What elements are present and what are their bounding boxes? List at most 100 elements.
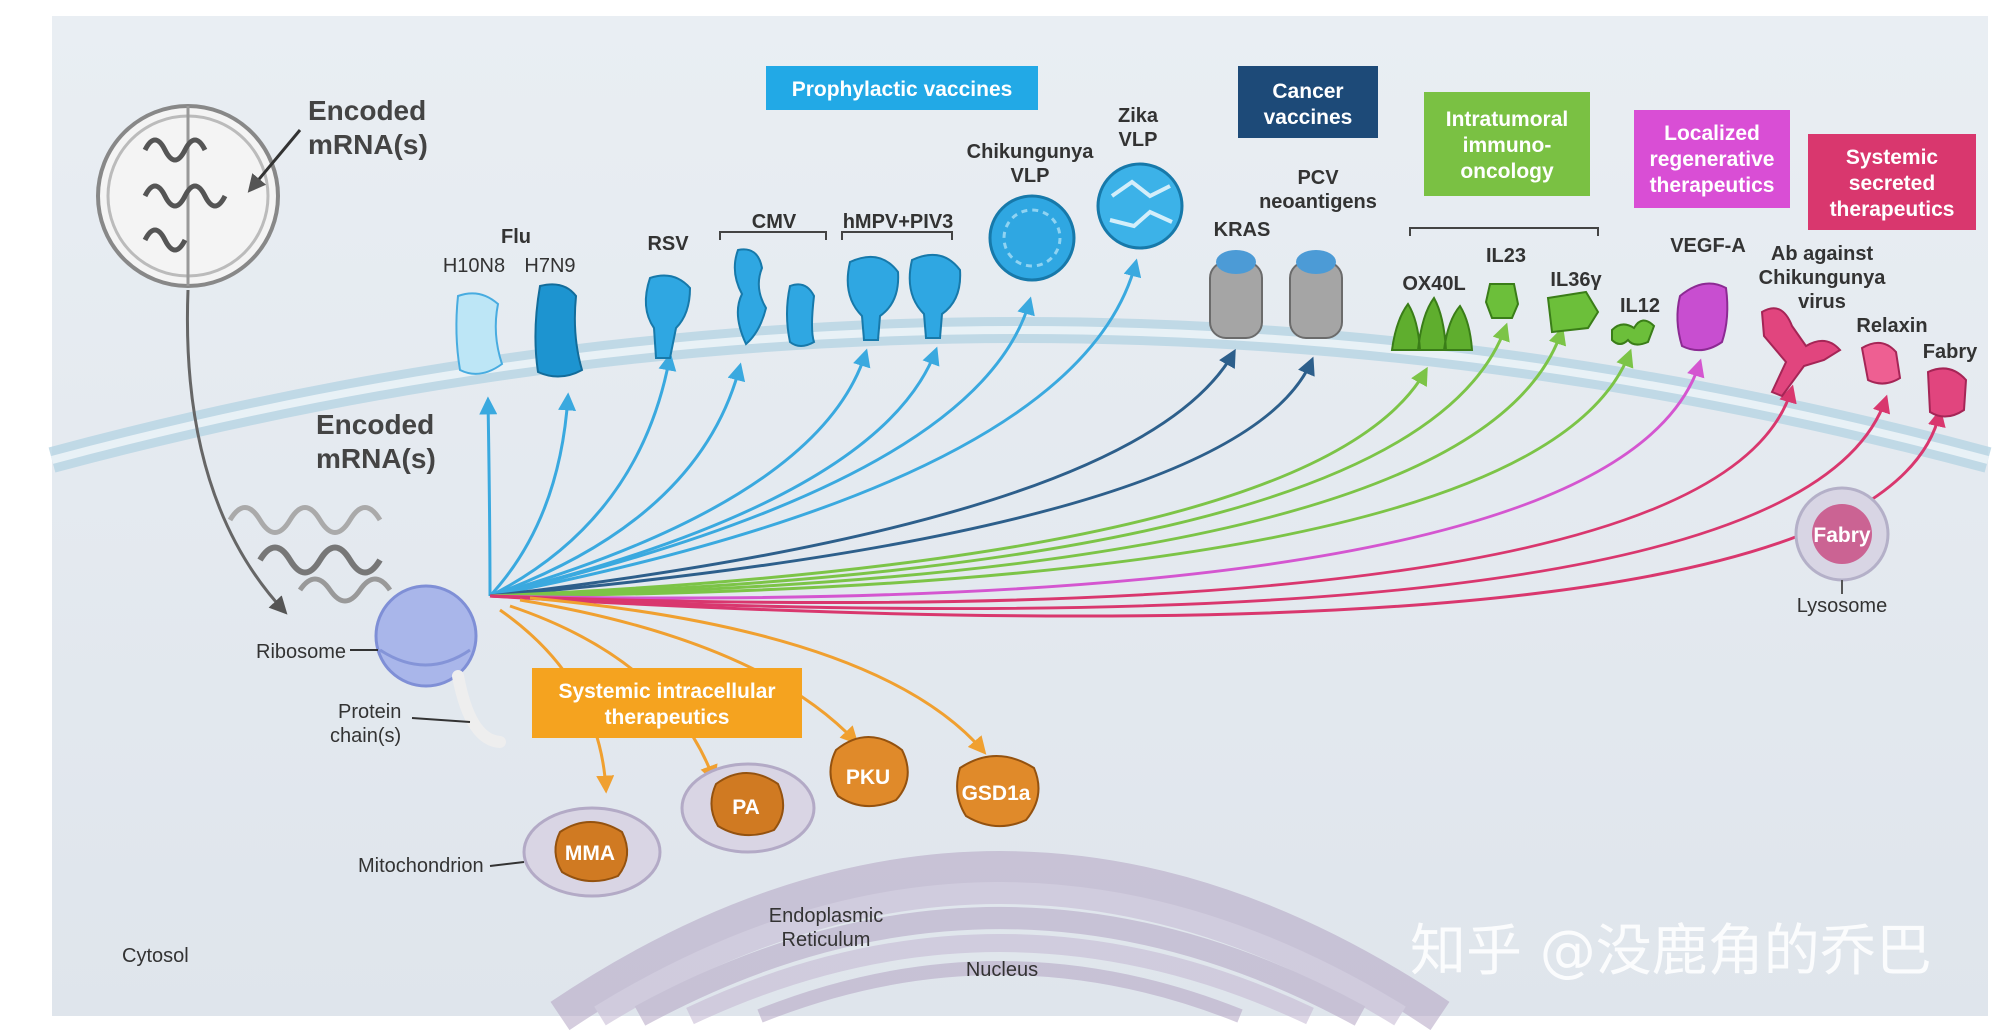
box-prophylactic [766, 66, 1038, 110]
entry-arrow [185, 289, 288, 615]
mitochondrion-label: Mitochondrion [358, 855, 484, 877]
box-intracellular-1: Systemic intracellular [558, 680, 775, 703]
lysosome-label: Lysosome [1797, 595, 1887, 617]
bracket-hmpv [841, 231, 953, 240]
arrows-prophylactic [479, 258, 1142, 598]
protein-piv3 [908, 253, 962, 339]
ribosome-label: Ribosome [256, 641, 346, 663]
label-abchik-2: Chikungunya [1759, 267, 1887, 289]
arrows-cancer [489, 348, 1315, 598]
bracket-intratumoral [1409, 227, 1599, 236]
label-zika-2: VLP [1119, 129, 1158, 151]
arrows-secreted [489, 384, 1946, 618]
mrna-strands [227, 505, 393, 604]
er-label-1: Endoplasmic [769, 905, 884, 927]
box-secreted [1808, 134, 1976, 230]
label-chik-1: Chikungunya [967, 141, 1095, 163]
label-abchik-3: virus [1798, 291, 1846, 313]
label-flu: Flu [501, 226, 531, 248]
label-cmv: CMV [752, 211, 797, 233]
protein-kras [1209, 250, 1263, 339]
label-il36: IL36γ [1550, 269, 1602, 291]
lysosome-fabry-label: Fabry [1813, 524, 1871, 547]
protein-cmv-2 [786, 283, 816, 347]
box-regenerative [1634, 110, 1790, 208]
nucleus-er [550, 851, 1450, 1031]
protein-ox40l [1390, 296, 1474, 351]
watermark: 知乎 @没鹿角的乔巴 [1410, 919, 1932, 984]
enzyme-gsd1a [956, 755, 1040, 828]
vlp-zika [1096, 162, 1184, 250]
virus-particle [96, 104, 280, 288]
gsd1a-label: GSD1a [962, 782, 1031, 805]
label-hmpv: hMPV+PIV3 [843, 211, 954, 233]
box-cancer [1238, 66, 1378, 138]
box-intracellular-2: therapeutics [605, 706, 730, 729]
label-pcv-2: neoantigens [1259, 191, 1377, 213]
protein-il23 [1484, 283, 1520, 319]
box-cancer-2: vaccines [1264, 106, 1353, 129]
protein-pointer [411, 717, 471, 723]
box-prophylactic-text: Prophylactic vaccines [792, 78, 1013, 101]
arrows-intratumoral [489, 322, 1634, 598]
protein-hmpv [846, 255, 900, 341]
label-kras: KRAS [1214, 219, 1271, 241]
label-chik-2: VLP [1011, 165, 1050, 187]
bracket-cmv [719, 231, 827, 240]
encoded-mid-line1: Encoded [316, 409, 434, 440]
box-intratumoral-1: Intratumoral [1446, 108, 1569, 131]
label-h10n8: H10N8 [443, 255, 505, 277]
protein-chain [452, 670, 506, 748]
protein-vegfa [1676, 282, 1729, 352]
box-secreted-3: therapeutics [1830, 198, 1955, 221]
box-intratumoral [1424, 92, 1590, 196]
label-abchik-1: Ab against [1771, 243, 1874, 265]
box-intracellular [532, 668, 802, 738]
ribosome [374, 584, 478, 688]
protein-il36 [1546, 290, 1600, 334]
mma-label: MMA [565, 842, 615, 865]
label-rsv: RSV [647, 233, 689, 255]
virus-pointer [247, 129, 302, 193]
protein-pcv [1289, 250, 1343, 339]
vlp-chikungunya [988, 194, 1076, 282]
nucleus-label: Nucleus [966, 959, 1038, 981]
enzyme-mma [554, 821, 629, 883]
enzyme-pku [829, 736, 909, 807]
er-label-2: Reticulum [782, 929, 871, 951]
protein-cmv-1 [733, 248, 768, 346]
box-secreted-2: secreted [1849, 172, 1935, 195]
label-vegfa: VEGF-A [1670, 235, 1746, 257]
label-il12: IL12 [1620, 295, 1660, 317]
protein-h10n8 [455, 292, 504, 375]
arrows-regenerative [489, 358, 1705, 600]
label-h7n9: H7N9 [524, 255, 575, 277]
pa-label: PA [732, 796, 760, 819]
box-intratumoral-2: immuno- [1463, 134, 1552, 157]
encoded-top-line2: mRNA(s) [308, 129, 428, 160]
box-regenerative-3: therapeutics [1650, 174, 1775, 197]
protein-label-2: chain(s) [330, 725, 401, 747]
cytosol-label: Cytosol [122, 945, 189, 967]
encoded-top-line1: Encoded [308, 95, 426, 126]
protein-label-1: Protein [338, 701, 401, 723]
box-regenerative-1: Localized [1664, 122, 1760, 145]
lysosome [1794, 486, 1890, 594]
mito-pointer [489, 861, 525, 867]
protein-antibody [1760, 307, 1842, 398]
protein-h7n9 [534, 283, 584, 378]
label-pcv-1: PCV [1297, 167, 1339, 189]
protein-fabry [1926, 367, 1968, 418]
protein-relaxin [1860, 341, 1902, 385]
encoded-mid-line2: mRNA(s) [316, 443, 436, 474]
box-cancer-1: Cancer [1272, 80, 1343, 103]
box-regenerative-2: regenerative [1650, 148, 1775, 171]
label-zika-1: Zika [1118, 105, 1159, 127]
protein-il12 [1611, 319, 1656, 346]
enzyme-pa [710, 772, 785, 837]
label-ox40l: OX40L [1402, 273, 1465, 295]
label-fabry: Fabry [1923, 341, 1978, 363]
label-relaxin: Relaxin [1856, 315, 1927, 337]
